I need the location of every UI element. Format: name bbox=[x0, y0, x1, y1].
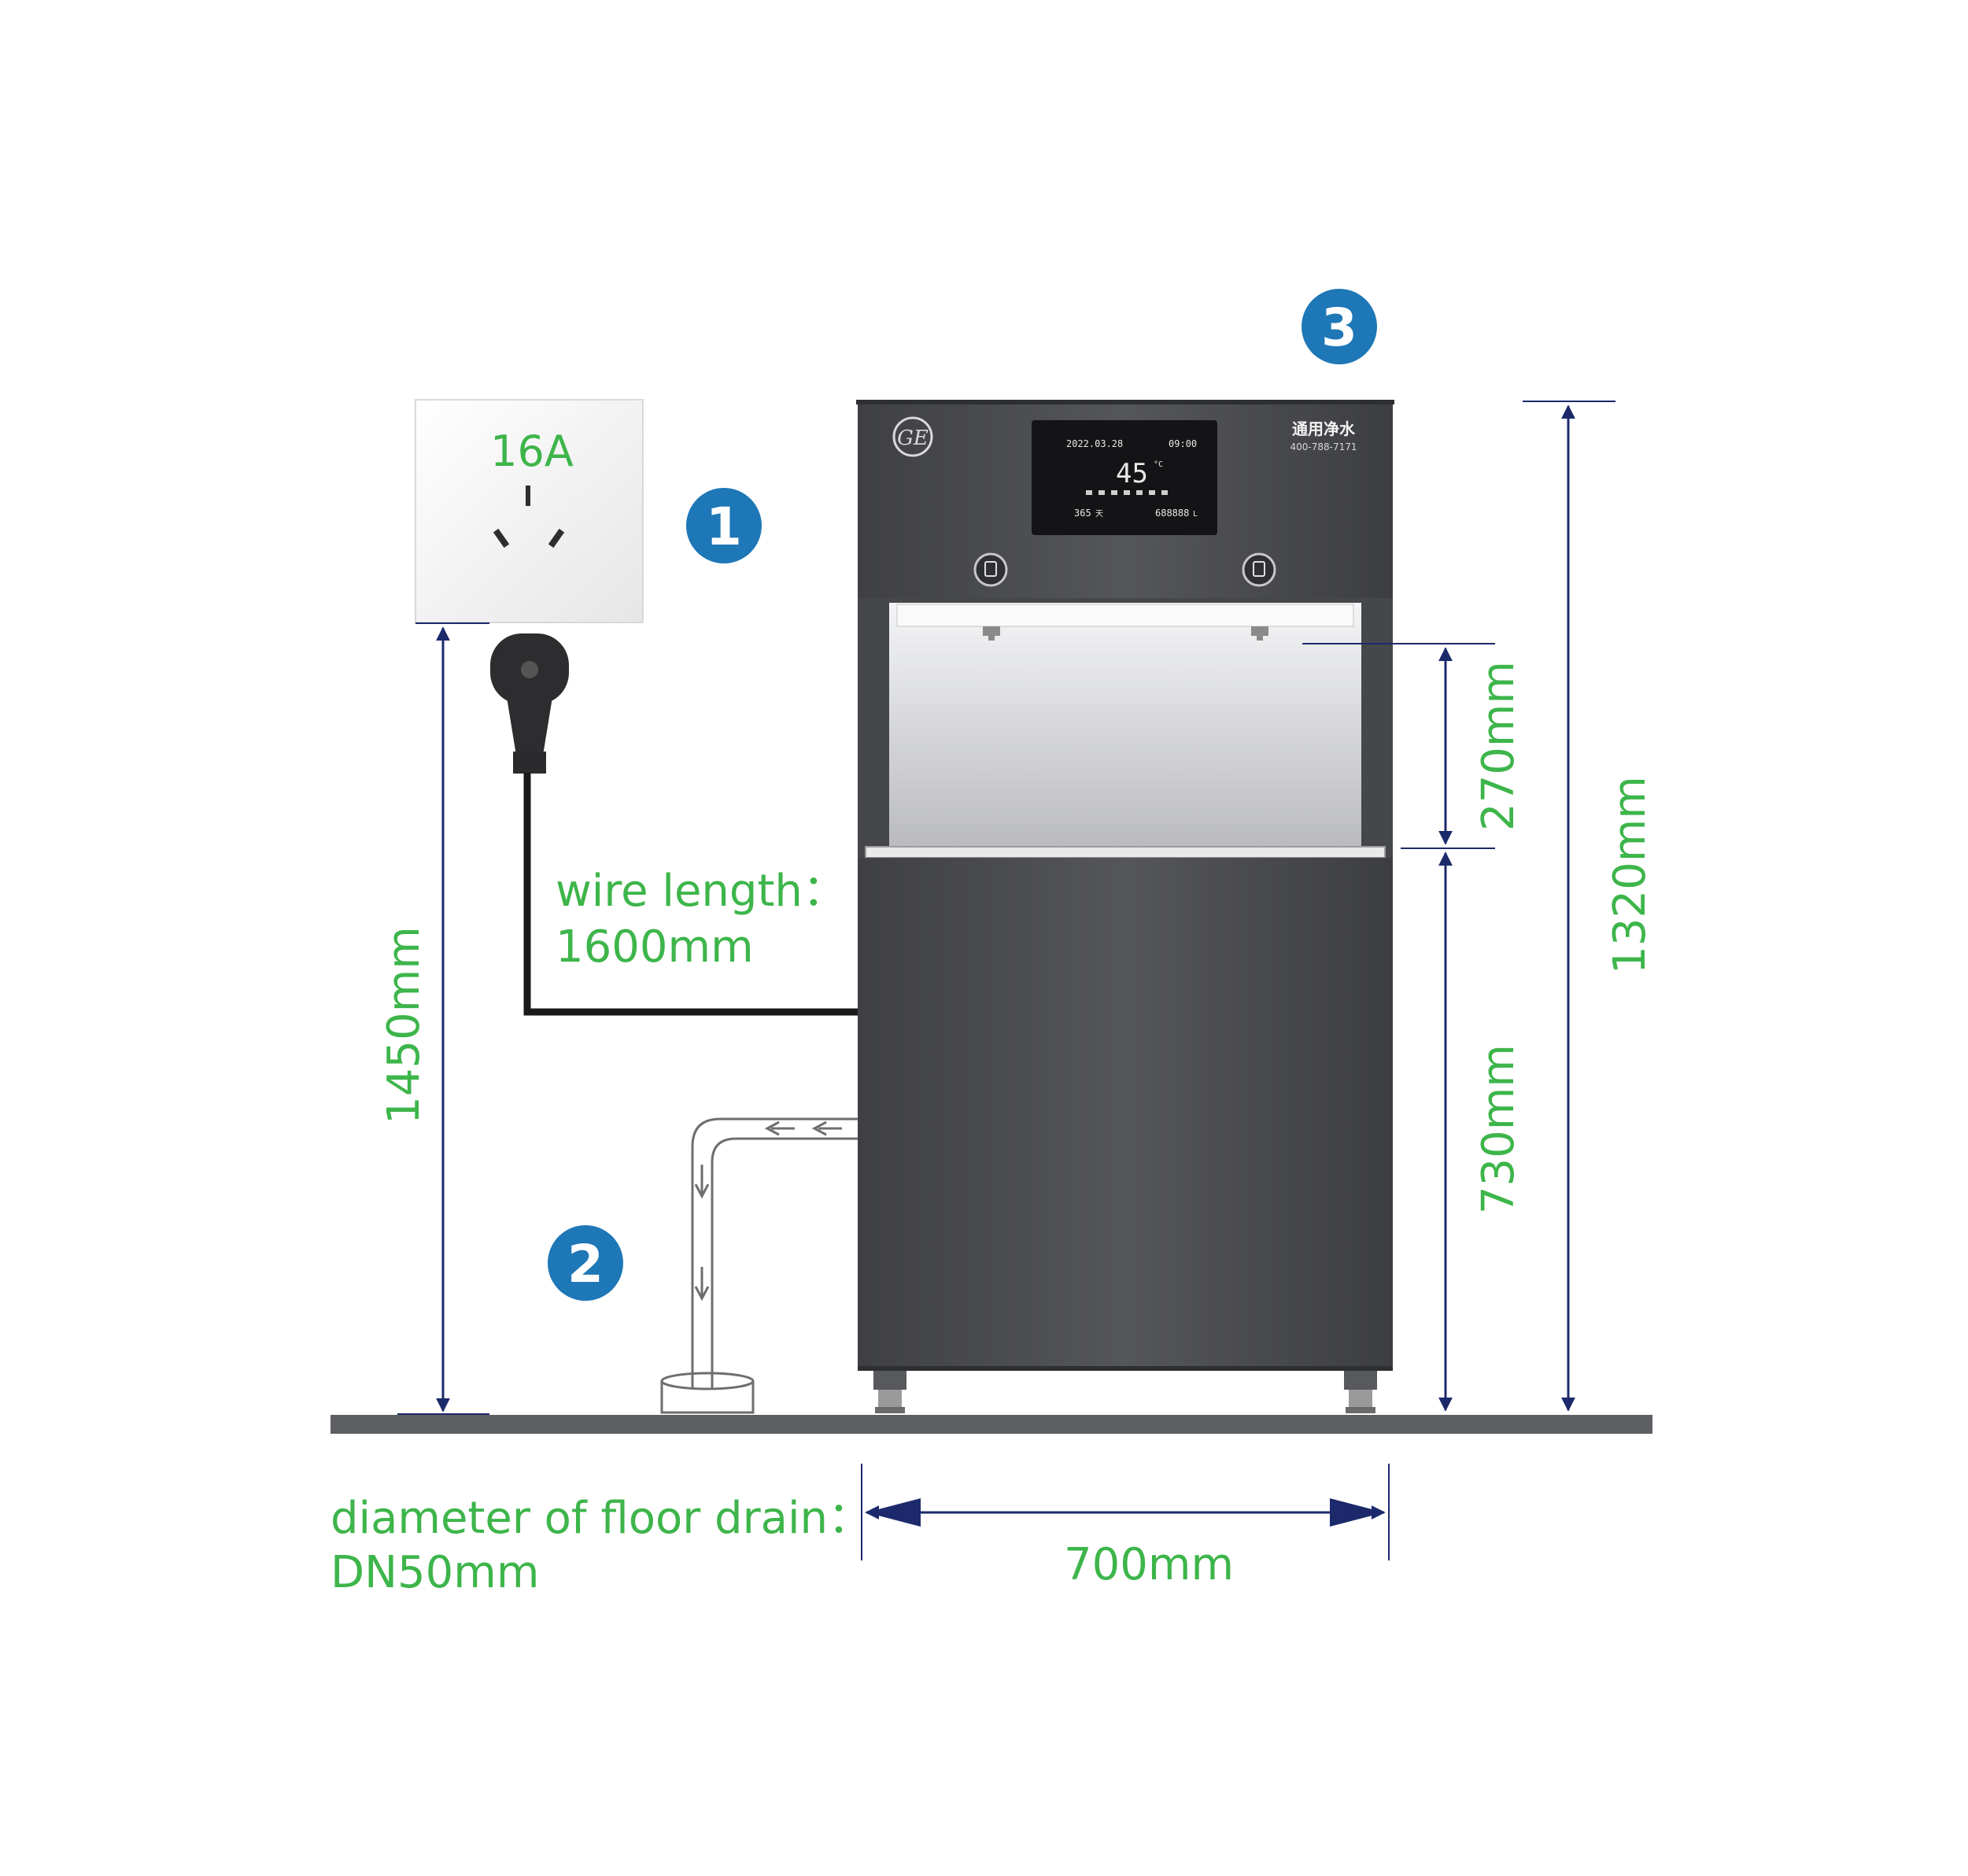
brand-name: 通用净水 bbox=[1292, 419, 1356, 438]
lcd-display bbox=[1032, 420, 1217, 535]
outlet-rating: 16A bbox=[490, 427, 574, 476]
display-indicator-icons bbox=[1086, 490, 1168, 495]
dispense-button-left bbox=[973, 552, 1008, 587]
dimension-total-height bbox=[1523, 401, 1615, 1412]
drain-diameter-value: DN50mm bbox=[330, 1547, 539, 1598]
display-time: 09:00 bbox=[1169, 438, 1197, 449]
dimension-outlet-height bbox=[397, 622, 489, 1415]
display-temperature-unit: °C bbox=[1154, 460, 1163, 469]
badge-1: 1 bbox=[686, 488, 762, 563]
display-volume-unit: L bbox=[1193, 510, 1198, 519]
outlet-height-label: 1450mm bbox=[378, 926, 430, 1124]
dispense-button-right bbox=[1242, 552, 1276, 587]
wire-length-label: wire length： bbox=[556, 866, 847, 917]
faucet-left-icon bbox=[983, 626, 1000, 641]
badges-one-text: 1 bbox=[706, 497, 742, 557]
drain-pipe bbox=[691, 1117, 858, 1389]
display-volume: 688888 bbox=[1155, 508, 1189, 519]
display-date: 2022.03.28 bbox=[1066, 438, 1123, 449]
hotline: 400-788-7171 bbox=[1290, 441, 1357, 452]
display-days: 365 bbox=[1074, 508, 1091, 519]
display-temperature: 45 bbox=[1116, 458, 1148, 489]
drip-shelf bbox=[865, 846, 1386, 859]
total-height-label: 1320mm bbox=[1604, 776, 1656, 974]
badges-three-text: 3 bbox=[1321, 297, 1357, 358]
width-label: 700mm bbox=[1064, 1539, 1234, 1590]
drain-diameter-label: diameter of floor drain： bbox=[330, 1493, 872, 1544]
dispenser-cabinet bbox=[858, 858, 1393, 1369]
foot-left bbox=[873, 1371, 906, 1413]
water-dispenser: GE 2022.03.28 09:00 45 °C 365 天 688888 L… bbox=[856, 400, 1394, 1413]
badge-3: 3 bbox=[1302, 289, 1377, 364]
faucet-right-icon bbox=[1251, 626, 1268, 641]
foot-right bbox=[1344, 1371, 1377, 1413]
badge-2: 2 bbox=[548, 1225, 623, 1301]
power-cord bbox=[523, 773, 858, 1016]
power-plug-icon bbox=[490, 633, 569, 774]
dimension-tap-clearance bbox=[1302, 643, 1495, 849]
tap-clearance-label: 270mm bbox=[1473, 661, 1524, 831]
ge-logo-icon: GE bbox=[892, 416, 933, 457]
wire-length-value: 1600mm bbox=[556, 921, 754, 973]
badges-two-text: 2 bbox=[567, 1234, 604, 1294]
tap-recess-panel bbox=[889, 603, 1361, 853]
dimension-width bbox=[861, 1464, 1390, 1560]
svg-text:GE: GE bbox=[897, 427, 929, 450]
wall-outlet: 16A bbox=[415, 399, 644, 623]
display-days-unit: 天 bbox=[1095, 510, 1103, 519]
floor-line bbox=[330, 1415, 1652, 1434]
floor-drain-cup bbox=[660, 1372, 755, 1414]
counter-height-label: 730mm bbox=[1473, 1044, 1524, 1214]
socket-holes-icon bbox=[493, 486, 565, 548]
